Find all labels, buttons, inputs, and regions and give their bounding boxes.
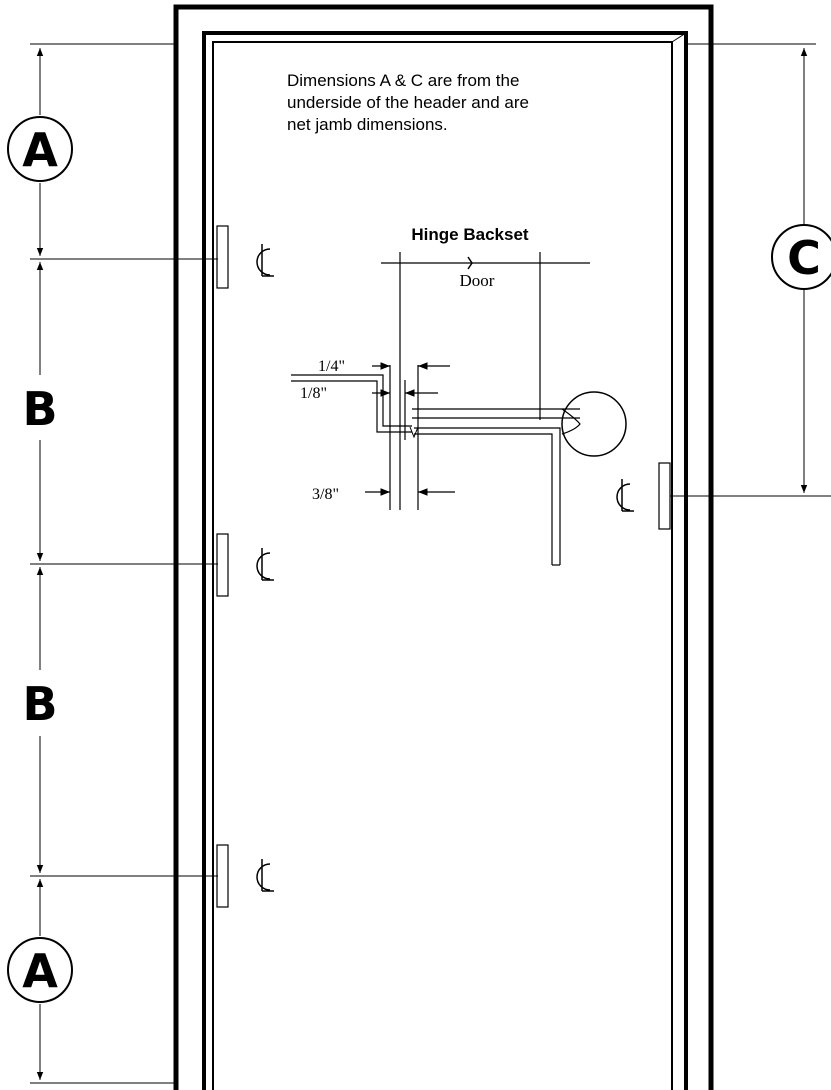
hinge-middle [216,533,229,597]
hinge-backset-detail [291,252,627,566]
svg-text:C: C [787,231,821,285]
centerline-symbols [256,244,634,892]
centerline-icon [256,244,274,277]
strike-plate [658,462,671,530]
label-a-bottom: A [7,937,73,1003]
dim-three-eighths-inch: 3/8" [312,486,339,503]
centerline-icon [616,479,634,512]
left-dimension-lines [30,43,218,1084]
door-label: Door [460,271,495,290]
dim-quarter-inch: 1/4" [318,358,345,375]
dimension-note-line: underside of the header and are [287,93,529,112]
hinge-backset-title: Hinge Backset [411,225,528,244]
dimension-note: Dimensions A & C are from the underside … [287,70,617,136]
centerline-icon [256,548,274,581]
dim-eighth-inch: 1/8" [300,385,327,402]
label-b-lower: B [22,677,57,731]
label-c: C [771,224,831,290]
label-a-top: A [7,116,73,182]
right-dimension-lines [670,43,831,497]
hinge-plates [216,225,229,908]
hinge-top [216,225,229,289]
door-frame [173,4,714,1090]
dimension-note-line: Dimensions A & C are from the [287,71,520,90]
dimension-note-line: net jamb dimensions. [287,115,448,134]
hinge-detail-labels: Hinge Backset Door 1/4" 1/8" 3/8" [300,225,529,503]
svg-text:A: A [22,123,58,177]
centerline-icon [256,859,274,892]
label-b-upper: B [22,382,57,436]
svg-text:A: A [22,944,58,998]
hinge-bottom [216,844,229,908]
